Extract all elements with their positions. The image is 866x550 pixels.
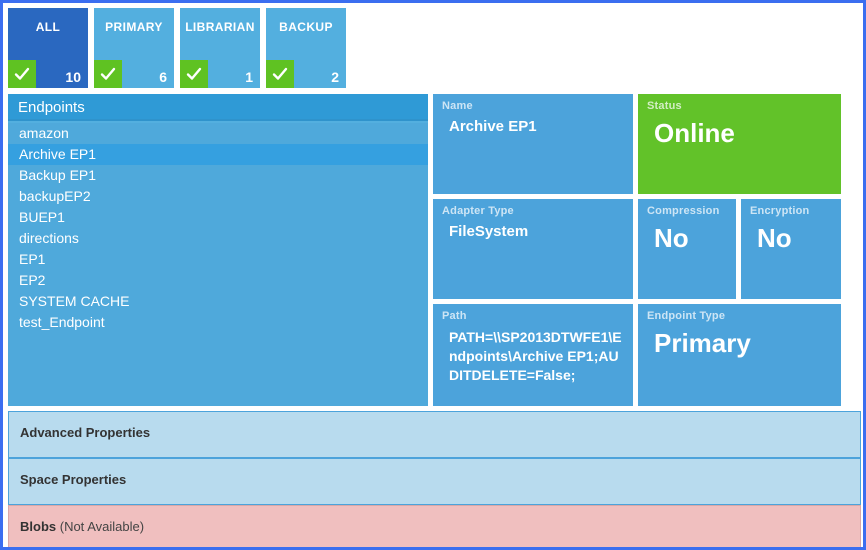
section-space-properties-title: Space Properties xyxy=(20,472,127,487)
detail-tile-status-label: Status xyxy=(647,100,682,112)
endpoints-panel: Endpoints amazon Archive EP1 Backup EP1 … xyxy=(8,94,428,406)
filter-tab-backup-count: 2 xyxy=(331,69,339,85)
detail-tile-name[interactable]: Name Archive EP1 xyxy=(433,94,633,194)
filter-tab-primary-count: 6 xyxy=(159,69,167,85)
filter-tab-librarian[interactable]: LIBRARIAN 1 xyxy=(180,8,260,88)
list-item[interactable]: amazon xyxy=(19,125,69,141)
detail-tile-compression-label: Compression xyxy=(647,205,720,217)
detail-tile-endpoint-type-label: Endpoint Type xyxy=(647,310,726,322)
filter-tab-all[interactable]: ALL 10 xyxy=(8,8,88,88)
filter-tab-primary[interactable]: PRIMARY 6 xyxy=(94,8,174,88)
detail-tile-adapter-type-value: FileSystem xyxy=(449,223,529,240)
endpoint-filter-tabs: ALL 10 PRIMARY 6 LIBRARIAN xyxy=(8,8,346,88)
list-item[interactable]: test_Endpoint xyxy=(19,314,105,330)
filter-tab-librarian-count: 1 xyxy=(245,69,253,85)
detail-tile-compression[interactable]: Compression No xyxy=(638,199,736,299)
section-advanced-properties[interactable]: Advanced Properties xyxy=(8,411,861,458)
section-blobs-subtitle: (Not Available) xyxy=(56,519,145,534)
detail-tile-endpoint-type-value: Primary xyxy=(654,328,751,358)
detail-tile-encryption[interactable]: Encryption No xyxy=(741,199,841,299)
section-blobs[interactable]: Blobs (Not Available) xyxy=(8,505,861,547)
list-item[interactable]: EP1 xyxy=(19,251,46,267)
detail-tile-name-label: Name xyxy=(442,100,473,112)
detail-tile-adapter-type[interactable]: Adapter Type FileSystem xyxy=(433,199,633,299)
list-item[interactable]: Archive EP1 xyxy=(8,144,428,165)
section-blobs-title: Blobs (Not Available) xyxy=(20,519,144,534)
filter-tab-all-count: 10 xyxy=(65,69,81,85)
detail-tile-path-value: PATH=\\SP2013DTWFE1\Endpoints\Archive EP… xyxy=(449,329,622,383)
section-space-properties[interactable]: Space Properties xyxy=(8,458,861,505)
detail-tile-encryption-value: No xyxy=(757,223,792,253)
list-item[interactable]: BUEP1 xyxy=(19,209,65,225)
endpoints-panel-header: Endpoints xyxy=(8,94,428,121)
status-badge: Online xyxy=(654,118,735,148)
list-item[interactable]: SYSTEM CACHE xyxy=(19,293,130,309)
detail-tile-name-value: Archive EP1 xyxy=(449,118,537,135)
endpoints-list[interactable]: amazon Archive EP1 Backup EP1 backupEP2 … xyxy=(8,123,428,406)
check-icon[interactable] xyxy=(266,60,294,88)
section-blobs-label: Blobs xyxy=(20,519,57,534)
list-item[interactable]: backupEP2 xyxy=(19,188,91,204)
filter-tab-backup[interactable]: BACKUP 2 xyxy=(266,8,346,88)
detail-tile-adapter-type-label: Adapter Type xyxy=(442,205,514,217)
detail-tile-compression-value: No xyxy=(654,223,689,253)
detail-tile-encryption-label: Encryption xyxy=(750,205,810,217)
list-item[interactable]: Backup EP1 xyxy=(19,167,97,183)
list-item[interactable]: directions xyxy=(19,230,79,246)
check-icon[interactable] xyxy=(94,60,122,88)
filter-tab-backup-label: BACKUP xyxy=(279,20,333,34)
detail-tile-endpoint-type[interactable]: Endpoint Type Primary xyxy=(638,304,841,406)
section-advanced-properties-title: Advanced Properties xyxy=(20,425,151,440)
check-icon[interactable] xyxy=(180,60,208,88)
detail-tile-path[interactable]: Path PATH=\\SP2013DTWFE1\Endpoints\Archi… xyxy=(433,304,633,406)
detail-tile-path-label: Path xyxy=(442,310,467,322)
detail-tile-status[interactable]: Status Online xyxy=(638,94,841,194)
filter-tab-all-label: ALL xyxy=(35,20,61,34)
list-item[interactable]: EP2 xyxy=(19,272,46,288)
filter-tab-librarian-label: LIBRARIAN xyxy=(185,20,255,34)
filter-tab-primary-label: PRIMARY xyxy=(105,20,163,34)
check-icon[interactable] xyxy=(8,60,36,88)
